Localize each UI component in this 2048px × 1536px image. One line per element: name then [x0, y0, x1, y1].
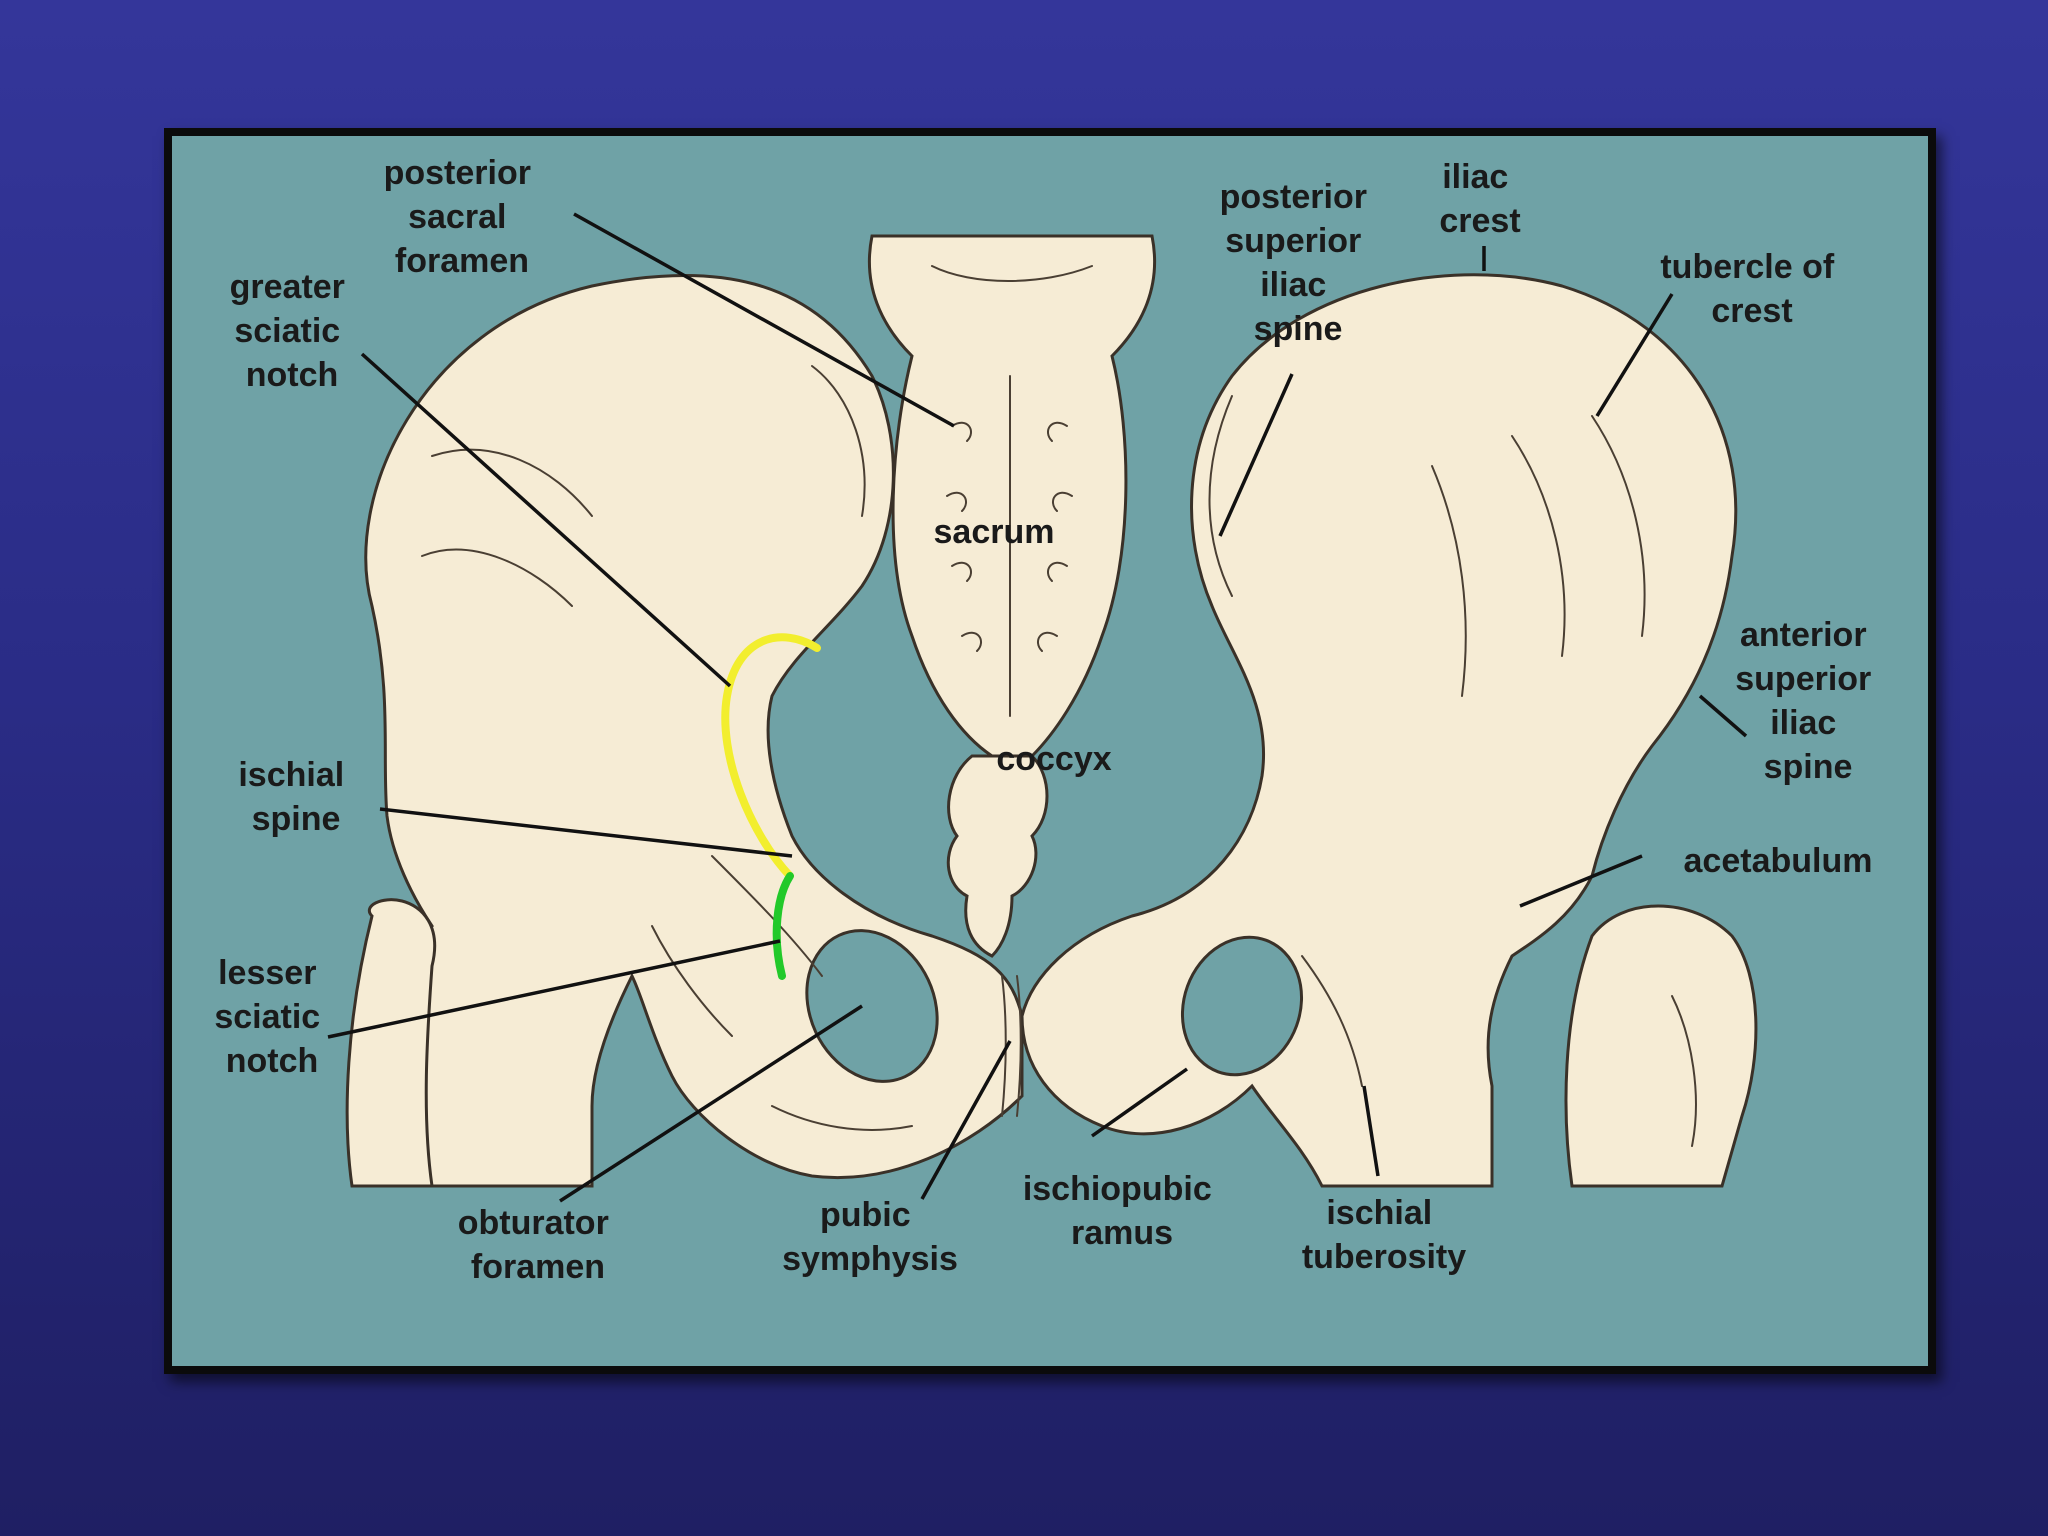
pelvis-diagram: posterior sacral foramen greater sciatic… [214, 154, 1881, 1286]
label-iliac-crest: iliac crest [1439, 158, 1520, 240]
label-obturator-foramen: obturator foramen [458, 1204, 619, 1286]
label-greater-sciatic-notch: greater sciatic notch [230, 268, 355, 394]
label-ischial-tuberosity: ischial tuberosity [1302, 1194, 1466, 1276]
label-anterior-superior-iliac-spine: anterior superior iliac spine [1735, 616, 1881, 786]
leader-ischiopubic-ramus [1090, 1067, 1189, 1138]
diagram-panel: posterior sacral foramen greater sciatic… [164, 128, 1936, 1374]
right-hip-bone [1020, 273, 1758, 1188]
label-acetabulum: acetabulum [1684, 842, 1873, 880]
leader-greater-sciatic-notch [360, 352, 732, 688]
leader-obturator-foramen [559, 1004, 863, 1203]
label-ischial-spine: ischial spine [238, 756, 353, 838]
leader-anterior-superior-iliac-spine [1698, 694, 1748, 738]
label-lesser-sciatic-notch: lesser sciatic notch [214, 954, 329, 1080]
pubic-symphysis-joint [1001, 975, 1022, 1117]
label-posterior-sacral-foramen: posterior sacral foramen [384, 154, 541, 280]
leader-posterior-superior-iliac-spine [1218, 373, 1294, 537]
leader-posterior-sacral-foramen [573, 212, 955, 428]
greater-sciatic-notch-highlight [721, 633, 821, 880]
label-tubercle-of-crest: tubercle of crest [1660, 248, 1843, 330]
label-posterior-superior-iliac-spine: posterior superior iliac spine [1220, 178, 1377, 348]
left-hip-bone [345, 273, 1024, 1188]
lesser-sciatic-notch-highlight [772, 872, 794, 980]
label-coccyx: coccyx [996, 740, 1111, 778]
label-ischiopubic-ramus: ischiopubic ramus [1023, 1170, 1221, 1252]
label-pubic-symphysis: pubic symphysis [782, 1196, 958, 1278]
sacrum-bone [867, 234, 1157, 958]
leader-acetabulum [1519, 854, 1643, 908]
label-sacrum: sacrum [934, 513, 1055, 551]
leader-ischial-tuberosity [1362, 1085, 1380, 1177]
leader-tubercle-of-crest [1595, 293, 1674, 417]
leader-ischial-spine [379, 807, 793, 858]
leader-lesser-sciatic-notch [327, 939, 781, 1039]
leader-pubic-symphysis [920, 1040, 1012, 1200]
